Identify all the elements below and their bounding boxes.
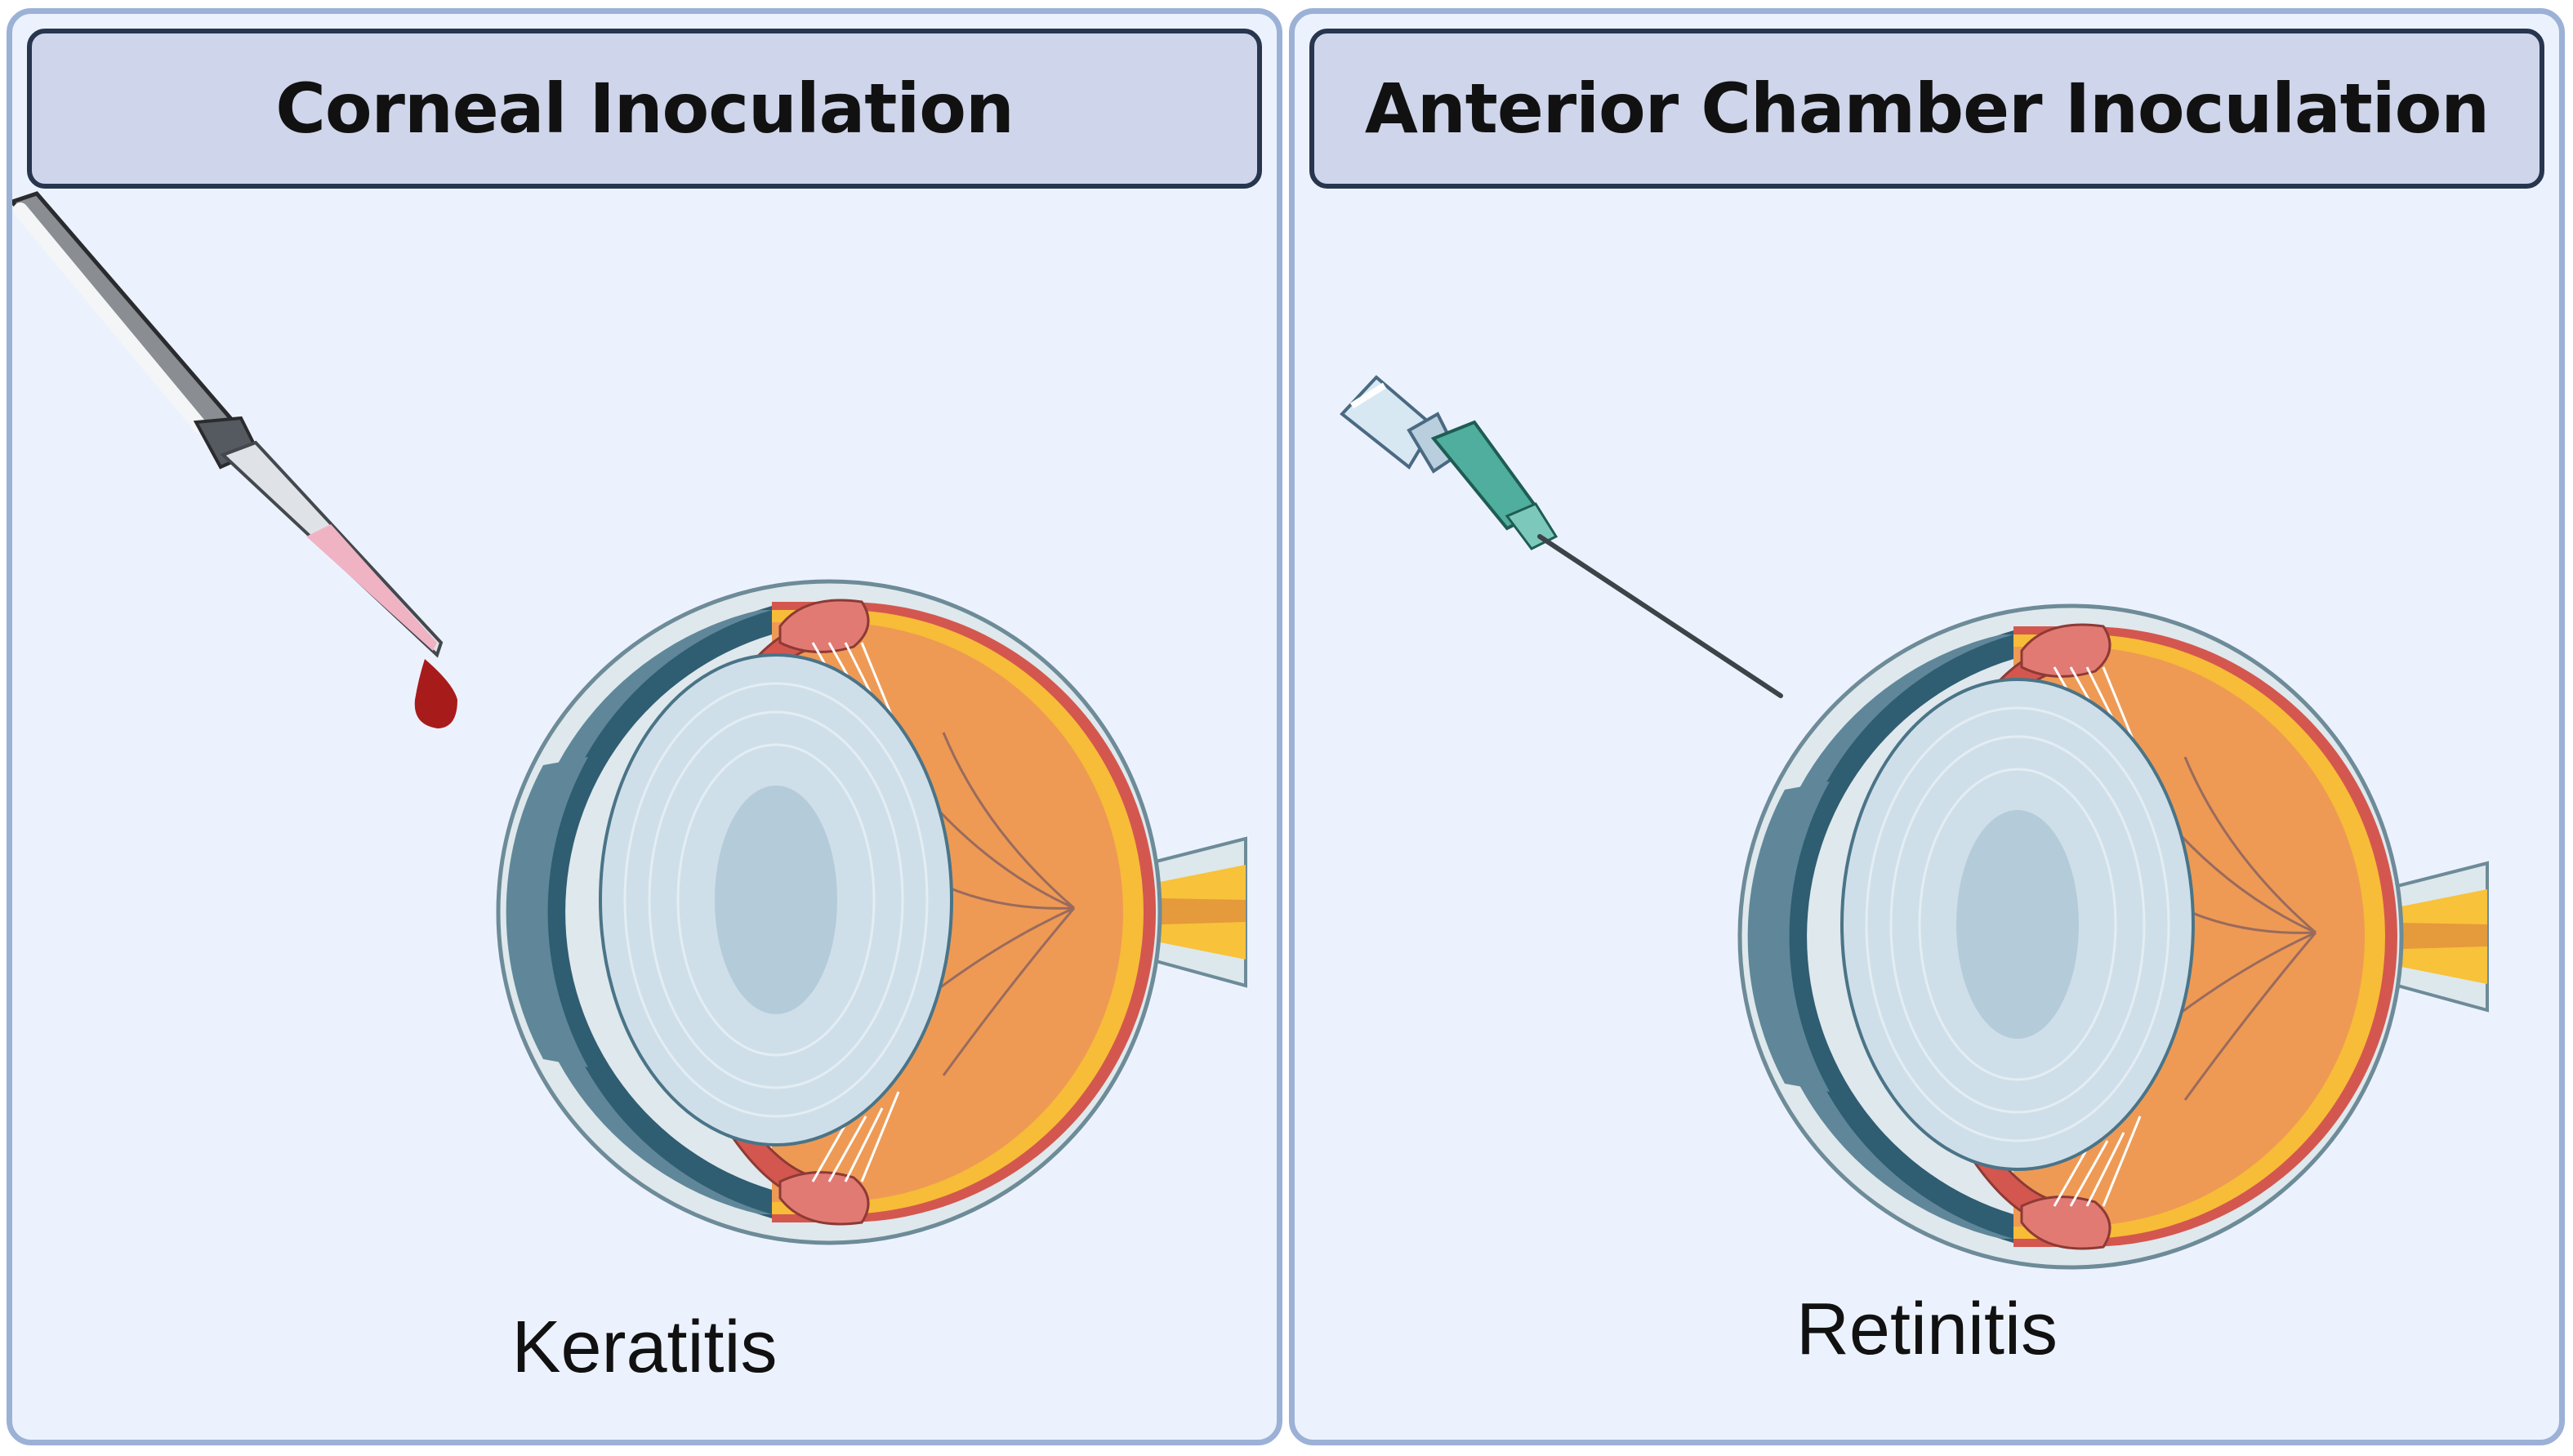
panel-title: Corneal Inoculation [275,69,1014,149]
panel-title: Anterior Chamber Inoculation [1364,69,2490,149]
panel-header: Corneal Inoculation [27,29,1262,189]
corneal-inoculation-panel: Corneal Inoculation Keratitis [7,8,1282,1445]
panel-caption: Keratitis [511,1307,778,1388]
micropipette-icon [12,191,457,728]
panel-caption: Retinitis [1795,1289,2058,1370]
eyeball-icon [1740,606,2487,1267]
blood-drop-icon [414,659,457,728]
eyeball-icon [498,581,1246,1243]
anterior-chamber-inoculation-panel: Anterior Chamber Inoculation Retinitis [1289,8,2565,1445]
eye-illustration [1340,375,2559,1440]
eye-illustration [12,191,1277,1440]
syringe-needle-icon [1340,375,1783,698]
panel-header: Anterior Chamber Inoculation [1309,29,2544,189]
